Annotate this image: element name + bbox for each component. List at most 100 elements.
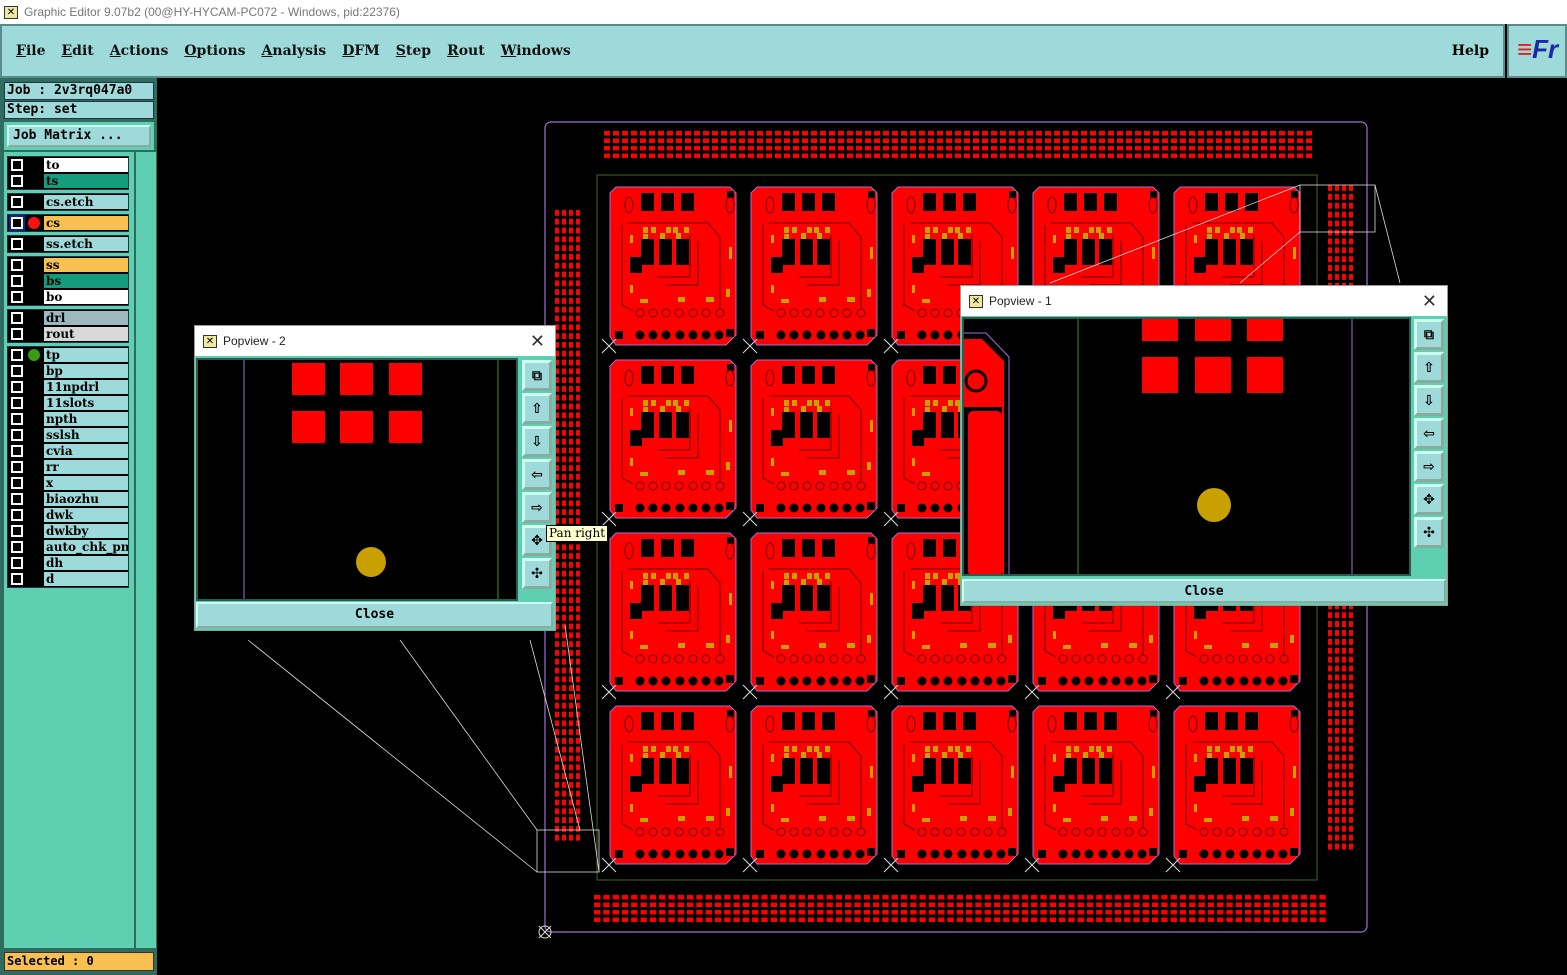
layer-checkbox[interactable] <box>11 557 23 569</box>
menu-step[interactable]: Step <box>395 43 432 59</box>
layer-row-bo[interactable]: bo <box>8 289 128 305</box>
menu-dfm[interactable]: DFM <box>342 43 380 59</box>
menu-file[interactable]: File <box>16 43 46 59</box>
layer-checkbox[interactable] <box>11 493 23 505</box>
layer-checkbox[interactable] <box>11 275 23 287</box>
layer-row-biaozhu[interactable]: biaozhu <box>8 491 128 507</box>
layer-checkbox[interactable] <box>11 477 23 489</box>
layer-name[interactable]: biaozhu <box>44 492 128 506</box>
menu-edit[interactable]: Edit <box>61 43 94 59</box>
layer-name[interactable]: 11slots <box>44 396 128 410</box>
layer-row-dwk[interactable]: dwk <box>8 507 128 523</box>
zoom-fit-button[interactable]: ⧉ <box>522 360 552 391</box>
layer-checkbox[interactable] <box>9 215 25 231</box>
layer-row-rr[interactable]: rr <box>8 459 128 475</box>
layer-row-tp[interactable]: tp <box>8 347 128 363</box>
layer-row-sslsh[interactable]: sslsh <box>8 427 128 443</box>
layer-checkbox[interactable] <box>11 445 23 457</box>
pan-left-button[interactable]: ⇦ <box>522 459 552 490</box>
layer-checkbox[interactable] <box>11 509 23 521</box>
layer-scrollbar[interactable] <box>134 152 156 948</box>
layer-row-bs[interactable]: bs <box>8 273 128 289</box>
layer-name[interactable]: d <box>44 572 128 586</box>
layer-checkbox[interactable] <box>11 259 23 271</box>
layer-checkbox[interactable] <box>11 541 23 553</box>
layer-name[interactable]: rr <box>44 460 128 474</box>
layer-checkbox[interactable] <box>11 328 23 340</box>
layer-row-11slots[interactable]: 11slots <box>8 395 128 411</box>
menu-options[interactable]: Options <box>184 43 246 59</box>
menu-analysis[interactable]: Analysis <box>261 43 327 59</box>
popview-2-canvas[interactable] <box>196 358 518 601</box>
layer-row-drl[interactable]: drl <box>8 310 128 326</box>
layer-row-auto_chk_pnl[interactable]: auto_chk_pnl <box>8 539 128 555</box>
layer-row-x[interactable]: x <box>8 475 128 491</box>
menu-actions[interactable]: Actions <box>109 43 169 59</box>
layer-checkbox[interactable] <box>11 365 23 377</box>
layer-name[interactable]: dwkby <box>44 524 128 538</box>
layer-checkbox[interactable] <box>11 291 23 303</box>
layer-checkbox[interactable] <box>11 397 23 409</box>
layer-checkbox[interactable] <box>11 461 23 473</box>
layer-name[interactable]: cs.etch <box>44 195 128 209</box>
layer-checkbox[interactable] <box>11 381 23 393</box>
layer-name[interactable]: ts <box>44 174 128 188</box>
layer-checkbox[interactable] <box>11 159 23 171</box>
layer-checkbox[interactable] <box>11 349 23 361</box>
layer-name[interactable]: rout <box>44 327 128 341</box>
job-matrix-button[interactable]: Job Matrix ... <box>4 122 154 150</box>
popview-2-close-button[interactable]: Close <box>196 602 553 628</box>
layer-name[interactable]: to <box>44 158 128 172</box>
popview-1-canvas[interactable] <box>962 317 1411 577</box>
pan-down-button[interactable]: ⇩ <box>522 426 552 457</box>
layer-row-cs.etch[interactable]: cs.etch <box>8 194 128 210</box>
pan-up-button[interactable]: ⇧ <box>522 393 552 424</box>
layer-checkbox[interactable] <box>11 175 23 187</box>
layer-name[interactable]: ss <box>44 258 128 272</box>
layer-row-cs[interactable]: cs <box>8 215 128 231</box>
graphic-canvas[interactable] <box>157 78 1567 975</box>
layer-row-ss.etch[interactable]: ss.etch <box>8 236 128 252</box>
menu-rout[interactable]: Rout <box>447 43 485 59</box>
zoom-fit-button[interactable]: ⧉ <box>1414 319 1444 350</box>
layer-row-dwkby[interactable]: dwkby <box>8 523 128 539</box>
zoom-out-button[interactable]: ✣ <box>1414 517 1444 548</box>
pan-right-button[interactable]: ⇨ <box>1414 451 1444 482</box>
pan-up-button[interactable]: ⇧ <box>1414 352 1444 383</box>
layer-checkbox[interactable] <box>11 525 23 537</box>
pan-down-button[interactable]: ⇩ <box>1414 385 1444 416</box>
menu-help[interactable]: Help <box>1451 43 1489 59</box>
layer-name[interactable]: cvia <box>44 444 128 458</box>
layer-checkbox[interactable] <box>11 413 23 425</box>
pan-right-button[interactable]: ⇨ <box>522 492 552 523</box>
close-icon[interactable]: ✕ <box>1421 291 1437 312</box>
layer-checkbox[interactable] <box>11 573 23 585</box>
layer-name[interactable]: cs <box>44 216 128 230</box>
layer-name[interactable]: ss.etch <box>44 237 128 251</box>
close-icon[interactable]: ✕ <box>529 331 545 352</box>
layer-row-dh[interactable]: dh <box>8 555 128 571</box>
layer-row-d[interactable]: d <box>8 571 128 587</box>
layer-name[interactable]: bs <box>44 274 128 288</box>
layer-row-11npdrl[interactable]: 11npdrl <box>8 379 128 395</box>
zoom-in-button[interactable]: ✥ <box>1414 484 1444 515</box>
layer-name[interactable]: npth <box>44 412 128 426</box>
layer-name[interactable]: drl <box>44 311 128 325</box>
layer-name[interactable]: bo <box>44 290 128 304</box>
layer-row-cvia[interactable]: cvia <box>8 443 128 459</box>
layer-name[interactable]: x <box>44 476 128 490</box>
layer-checkbox[interactable] <box>11 238 23 250</box>
layer-row-ts[interactable]: ts <box>8 173 128 189</box>
layer-checkbox[interactable] <box>11 429 23 441</box>
layer-checkbox[interactable] <box>11 196 23 208</box>
layer-row-rout[interactable]: rout <box>8 326 128 342</box>
layer-name[interactable]: bp <box>44 364 128 378</box>
layer-row-npth[interactable]: npth <box>8 411 128 427</box>
layer-row-ss[interactable]: ss <box>8 257 128 273</box>
layer-name[interactable]: dwk <box>44 508 128 522</box>
layer-row-bp[interactable]: bp <box>8 363 128 379</box>
menu-windows[interactable]: Windows <box>500 43 571 59</box>
layer-name[interactable]: sslsh <box>44 428 128 442</box>
pan-left-button[interactable]: ⇦ <box>1414 418 1444 449</box>
layer-row-to[interactable]: to <box>8 157 128 173</box>
